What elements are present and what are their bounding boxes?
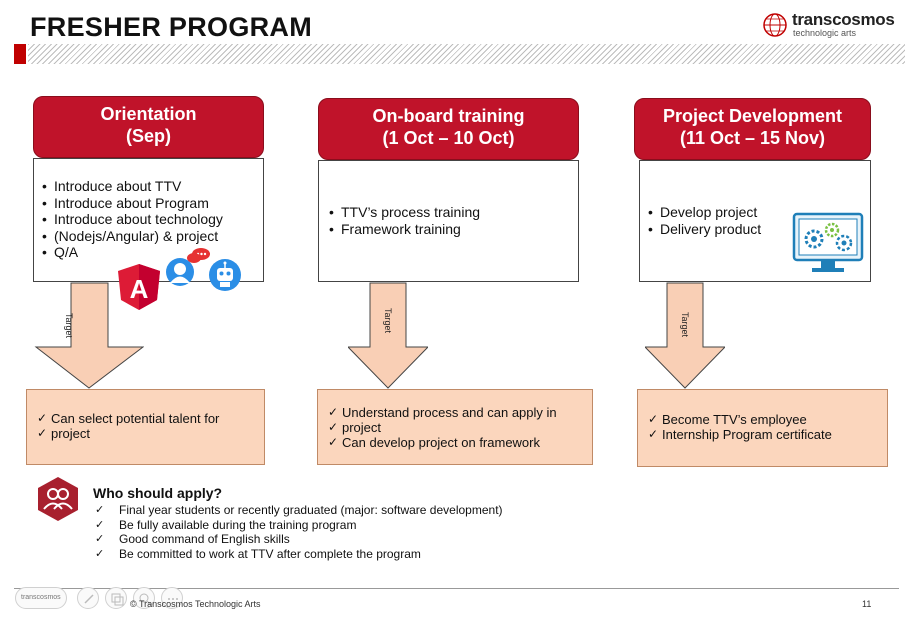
result-item-cont: project <box>37 426 254 441</box>
result-item-cont: project <box>328 420 582 435</box>
globe-icon <box>763 13 787 37</box>
robot-icon <box>209 259 241 291</box>
result-box-onboard: Understand process and can apply in proj… <box>317 389 593 465</box>
result-item: Can develop project on framework <box>328 435 582 450</box>
list-item: Be committed to work at TTV after comple… <box>93 547 503 562</box>
logo-wordmark: transcosmos <box>792 10 895 29</box>
footer-logo: transcosmos <box>21 594 61 601</box>
target-label: Target <box>64 313 74 339</box>
stage-item: Delivery product <box>646 221 864 238</box>
result-item: Internship Program certificate <box>648 427 877 442</box>
page-title: FRESHER PROGRAM <box>30 12 313 42</box>
monitor-gears-icon <box>792 212 864 272</box>
company-logo: transcosmos technologic arts <box>760 8 900 40</box>
stage-onboard-header: On-board training (1 Oct – 10 Oct) <box>318 98 579 160</box>
stage-item-continuation: (Nodejs/Angular) & project <box>54 227 219 244</box>
stage-title: Project Development <box>662 106 843 126</box>
result-box-orientation: Can select potential talent for project <box>26 389 265 465</box>
stage-dates: (11 Oct – 15 Nov) <box>679 128 826 148</box>
stage-item-cont: (Nodejs/Angular) & project <box>40 228 257 245</box>
target-arrow-2 <box>348 282 428 389</box>
footer-divider <box>14 588 899 589</box>
result-item: Understand process and can apply in <box>328 405 582 420</box>
logo-tagline: technologic arts <box>793 28 857 38</box>
pen-tool-icon[interactable] <box>77 587 99 609</box>
logo-chip: transcosmos <box>15 587 67 609</box>
result-item: Become TTV’s employee <box>648 412 877 427</box>
target-arrow-3 <box>645 282 725 389</box>
stage-onboard-box: TTV’s process training Framework trainin… <box>318 160 579 282</box>
stage-title: Orientation <box>100 104 197 124</box>
zoom-tool-icon[interactable] <box>133 587 155 609</box>
user-chat-icon <box>166 248 210 286</box>
title-accent-bar <box>14 44 26 64</box>
stage-item: Introduce about TTV <box>40 178 257 195</box>
group-icon <box>38 477 78 521</box>
angular-letter: A <box>130 274 149 304</box>
stage-project-header: Project Development (11 Oct – 15 Nov) <box>634 98 871 160</box>
stage-title: On-board training <box>372 106 525 126</box>
stage-item: TTV’s process training <box>327 204 570 221</box>
stage-dates: (Sep) <box>126 126 171 146</box>
page-number: 11 <box>862 599 872 609</box>
stage-item: Introduce about Program <box>40 195 257 212</box>
result-box-project: Become TTV’s employee Internship Program… <box>637 389 888 467</box>
stage-item: Framework training <box>327 221 570 238</box>
angular-logo-icon: A <box>118 264 160 310</box>
list-item: Good command of English skills <box>93 532 503 547</box>
more-tool-icon[interactable] <box>161 587 183 609</box>
stage-dates: (1 Oct – 10 Oct) <box>382 128 515 148</box>
stage-item: Introduce about technology <box>40 211 257 228</box>
result-item: Can select potential talent for <box>37 411 254 426</box>
stage-item: Develop project <box>646 204 864 221</box>
list-item: Be fully available during the training p… <box>93 518 503 533</box>
footer-copyright: © Transcosmos Technologic Arts <box>130 599 261 609</box>
target-label: Target <box>383 308 393 334</box>
who-should-apply-title: Who should apply? <box>93 485 223 501</box>
target-arrow-1 <box>34 282 144 389</box>
stage-orientation-header: Orientation (Sep) <box>33 96 264 158</box>
stage-item: Q/A <box>40 244 257 261</box>
who-should-apply-list: Final year students or recently graduate… <box>93 503 503 561</box>
slides-tool-icon[interactable] <box>105 587 127 609</box>
title-hatch-band <box>28 44 905 64</box>
list-item: Final year students or recently graduate… <box>93 503 503 518</box>
target-label: Target <box>680 312 690 338</box>
